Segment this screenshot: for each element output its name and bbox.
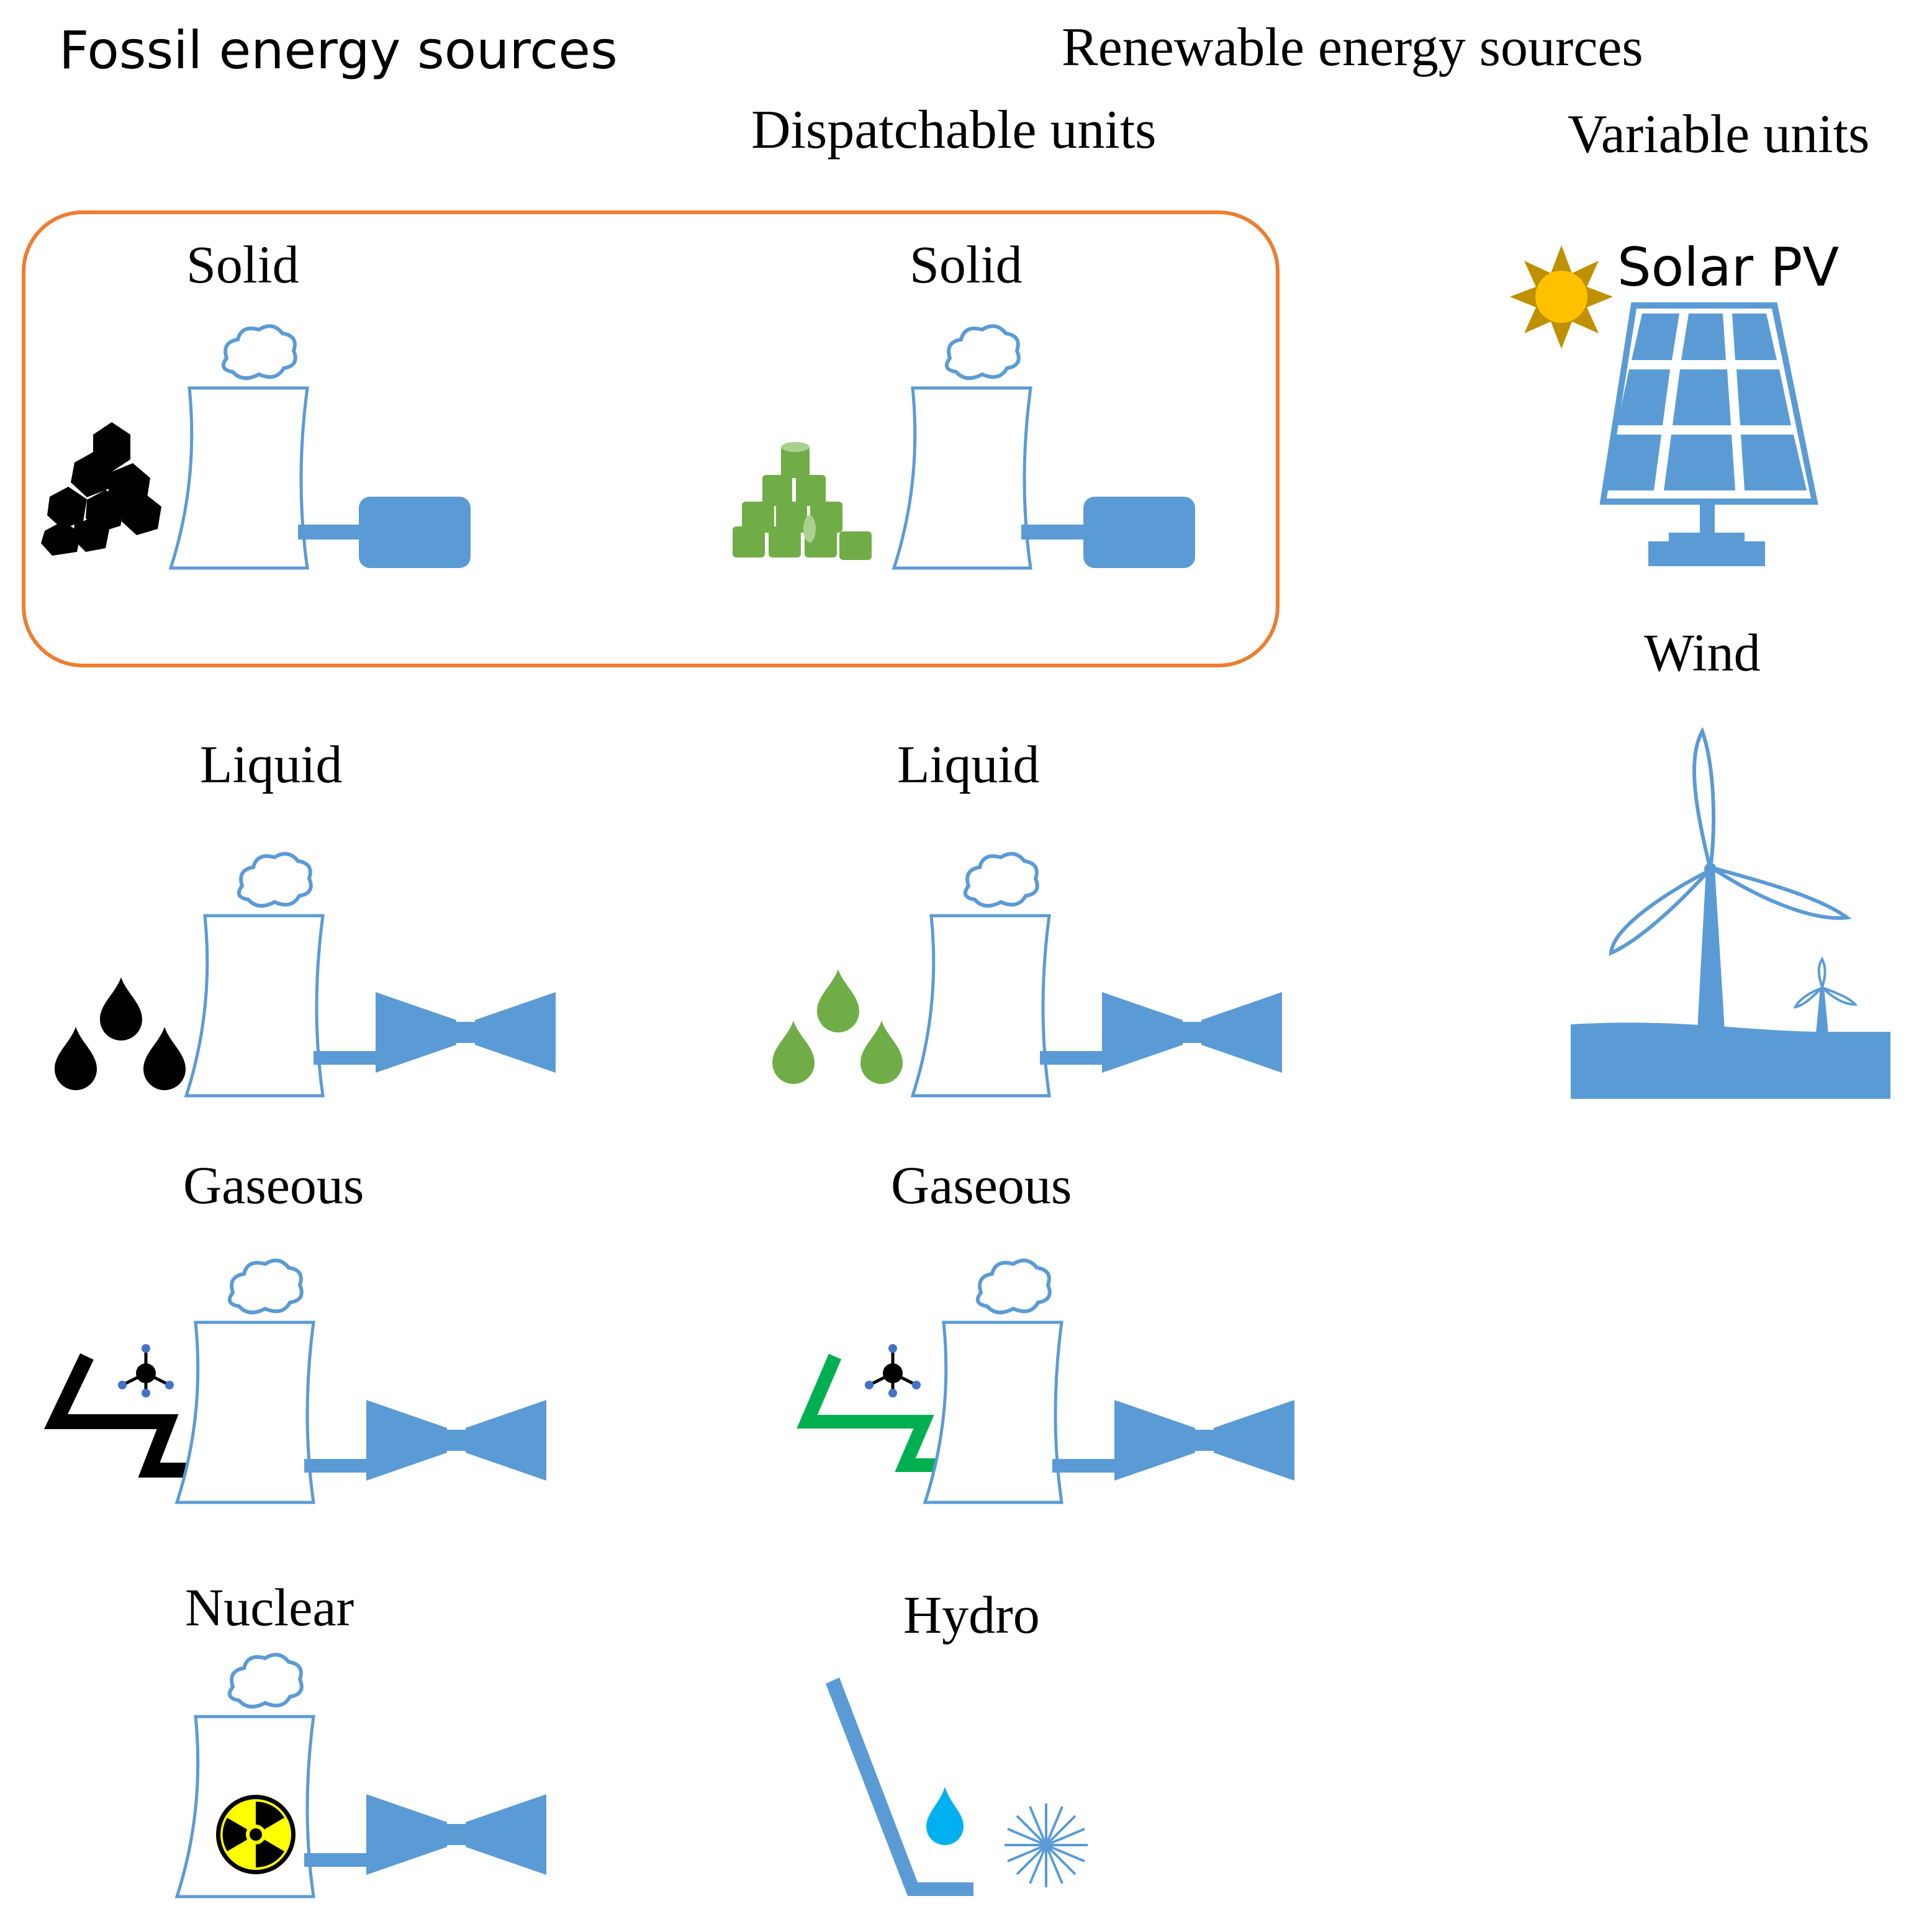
water-turbine-icon xyxy=(1005,1803,1088,1887)
sun-icon xyxy=(1510,245,1613,349)
fossil-solid-tower xyxy=(171,326,307,568)
biogas-methane-molecule-icon xyxy=(865,1344,921,1397)
fossil-liquid-tower xyxy=(186,854,323,1096)
fossil-gaseous-tower xyxy=(177,1260,314,1502)
fossil-gaseous-label: Gaseous xyxy=(183,1155,364,1215)
renewable-solid-tower xyxy=(894,326,1031,568)
fossil-gaseous-turbine-icon xyxy=(304,1400,546,1481)
renewable-header: Renewable energy sources xyxy=(1062,17,1643,78)
dam-icon xyxy=(826,1677,973,1896)
solid-highlight-box xyxy=(22,210,1280,667)
nuclear-turbine-icon xyxy=(304,1794,546,1875)
renewable-solid-generator-icon xyxy=(1021,497,1195,568)
renewable-gaseous-label: Gaseous xyxy=(891,1155,1072,1215)
nuclear-label: Nuclear xyxy=(185,1578,354,1637)
renewable-liquid-turbine-icon xyxy=(1040,992,1282,1073)
biofuel-drops-icon xyxy=(772,969,903,1084)
methane-molecule-icon xyxy=(118,1344,174,1397)
fossil-solid-generator-icon xyxy=(298,497,471,568)
fossil-header: Fossil energy sources xyxy=(59,20,618,81)
renewable-gaseous-tower xyxy=(925,1260,1062,1502)
hydro-label: Hydro xyxy=(903,1585,1040,1645)
wind-turbines-icon xyxy=(1571,726,1890,1099)
wind-label: Wind xyxy=(1644,623,1761,682)
radiation-icon xyxy=(216,1795,296,1874)
coal-pile-icon xyxy=(41,422,161,556)
biogas-pipe-icon xyxy=(797,1353,955,1472)
variable-header: Variable units xyxy=(1568,104,1869,165)
fossil-liquid-turbine-icon xyxy=(314,992,556,1073)
solar-panel-icon xyxy=(1599,302,1818,566)
gas-pipe-icon xyxy=(43,1353,205,1478)
renewable-liquid-label: Liquid xyxy=(897,734,1039,794)
oil-drops-icon xyxy=(55,977,186,1090)
water-drop-icon xyxy=(926,1787,964,1845)
fossil-solid-label: Solid xyxy=(186,235,299,294)
solar-pv-label: Solar PV xyxy=(1617,237,1839,299)
renewable-gaseous-turbine-icon xyxy=(1052,1400,1294,1481)
dispatchable-header: Dispatchable units xyxy=(751,100,1157,160)
renewable-solid-label: Solid xyxy=(910,235,1023,294)
biomass-logs-icon xyxy=(733,442,872,560)
fossil-liquid-label: Liquid xyxy=(200,734,342,794)
renewable-liquid-tower xyxy=(913,854,1049,1096)
